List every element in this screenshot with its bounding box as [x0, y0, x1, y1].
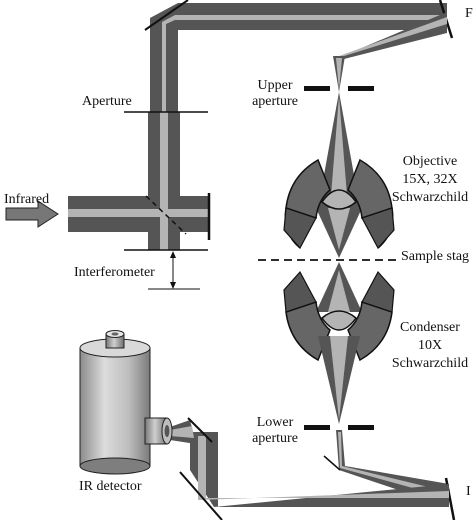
label-aperture: Aperture — [82, 94, 132, 109]
label-top-right-edge: F — [465, 6, 473, 21]
label-condenser-line2: 10X — [418, 338, 442, 353]
label-objective-line2: 15X, 32X — [402, 172, 457, 187]
upper-aperture — [304, 86, 374, 91]
condenser-optic — [283, 262, 395, 362]
label-objective-line3: Schwarzchild — [392, 190, 468, 205]
interferometer-block — [68, 112, 211, 250]
ir-detector-icon — [79, 330, 173, 475]
objective-optic — [283, 158, 395, 258]
label-upper-aperture-line2: aperture — [252, 94, 298, 109]
label-lower-aperture-line2: aperture — [252, 431, 298, 446]
label-upper-aperture-line1: Upper — [258, 78, 293, 93]
label-interferometer: Interferometer — [74, 265, 155, 280]
label-bottom-right-edge: I — [466, 484, 471, 499]
label-condenser-line1: Condenser — [400, 320, 460, 335]
lower-center-mirror — [323, 455, 341, 471]
detector-fold-mirror-bottom — [179, 471, 223, 520]
top-left-mirror — [144, 0, 189, 31]
infrared-arrow — [5, 200, 59, 228]
label-lower-aperture-line1: Lower — [257, 415, 294, 430]
label-sample-stage: Sample stag — [401, 249, 469, 264]
lower-aperture — [304, 425, 374, 430]
label-objective-line1: Objective — [403, 154, 457, 169]
detector-fold-mirror-top — [187, 417, 213, 443]
upper-beam-path — [150, 3, 447, 112]
label-condenser-line3: Schwarzchild — [392, 356, 468, 371]
label-ir-detector: IR detector — [79, 479, 142, 494]
detector-beam-path — [170, 420, 449, 507]
interferometer-arrow — [148, 251, 200, 290]
label-infrared: Infrared — [4, 192, 49, 207]
